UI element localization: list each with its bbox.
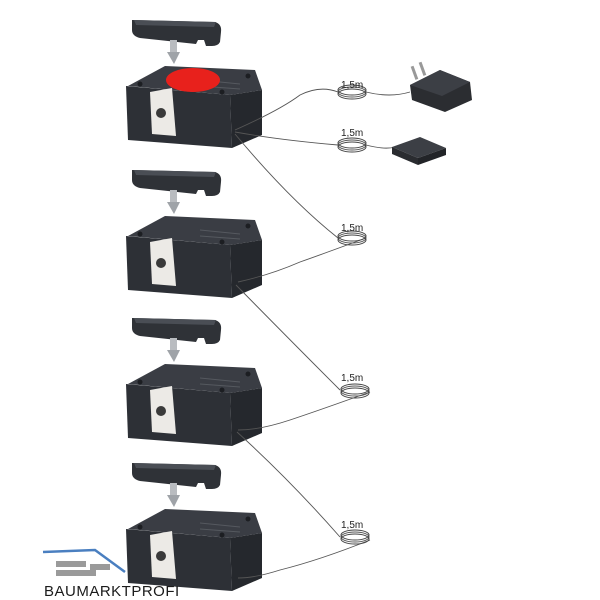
lock-unit-4 bbox=[125, 462, 263, 592]
logo-graphic bbox=[42, 548, 126, 576]
lock-unit-2 bbox=[125, 169, 263, 299]
power-adapter bbox=[410, 61, 472, 112]
cable-length-label: 1,5m bbox=[341, 223, 363, 234]
cable-length-label: 1,5m bbox=[341, 128, 363, 139]
cables bbox=[234, 88, 411, 579]
keypad-reader bbox=[392, 137, 446, 165]
cable-length-label: 1,5m bbox=[341, 520, 363, 531]
highlight-marker bbox=[166, 68, 220, 92]
cable-length-label: 1,5m bbox=[341, 373, 363, 384]
lock-unit-3 bbox=[125, 317, 263, 447]
cable-length-label: 1,5m bbox=[341, 80, 363, 91]
logo-text: BAUMARKTPROFI bbox=[44, 583, 180, 600]
cable-coil bbox=[340, 383, 370, 399]
cable-coil bbox=[337, 137, 367, 153]
